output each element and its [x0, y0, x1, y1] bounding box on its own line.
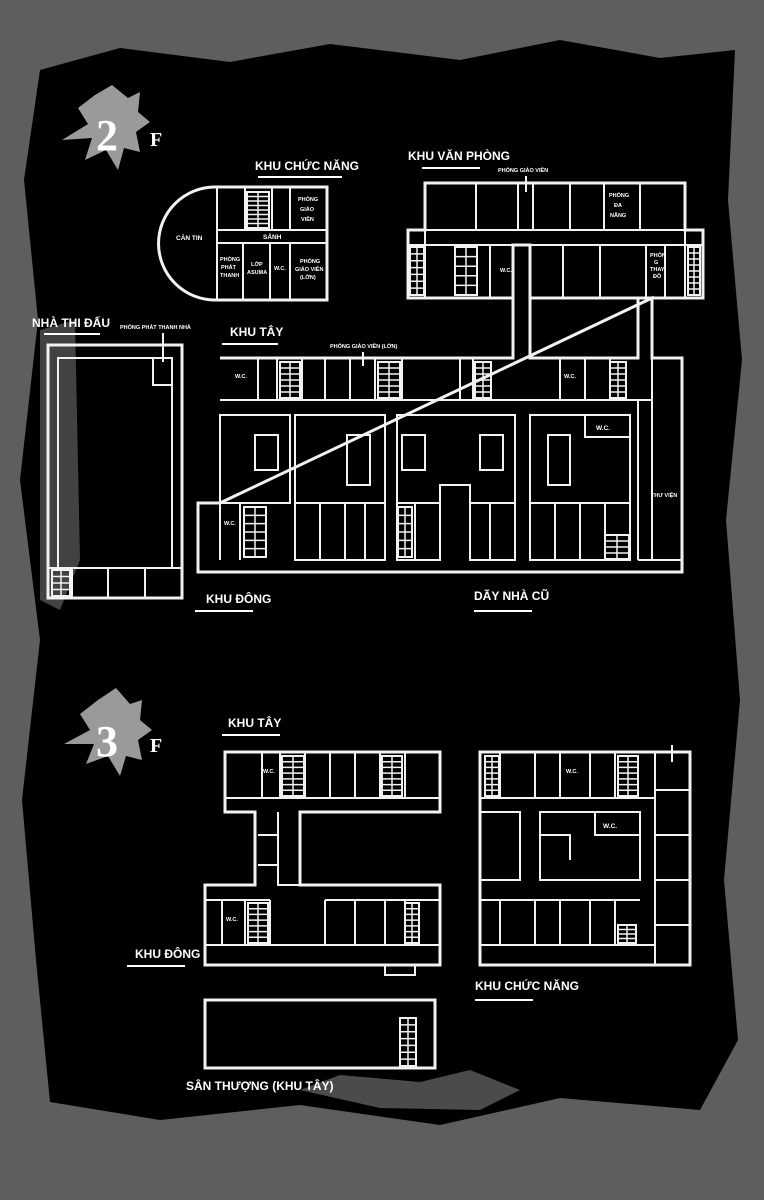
- stairs-icon: [409, 246, 425, 296]
- floor-suffix: F: [150, 129, 162, 151]
- grunge-patch: [40, 320, 80, 610]
- room-label: VIÊN: [301, 215, 314, 223]
- wc-label: W.C.: [564, 374, 576, 380]
- room-label: THAY: [650, 267, 665, 273]
- stairs-icon: [377, 361, 401, 399]
- room-label: PHÒNG GIÁO VIÊN (LỚN): [330, 342, 398, 350]
- room-label: PHÒNG: [220, 255, 240, 263]
- grunge-patch: [300, 1070, 520, 1110]
- room-label: (LỚN): [300, 273, 316, 281]
- room-label: CĂN TIN: [176, 233, 203, 242]
- stairs-icon: [246, 191, 270, 229]
- stairs-icon: [243, 506, 267, 558]
- stairs-icon: [617, 924, 637, 944]
- room-label: THANH: [220, 273, 239, 279]
- floor-3-marker: 3 F: [64, 688, 162, 776]
- area-label: KHU TÂY: [230, 324, 283, 339]
- room-walls: [480, 745, 690, 965]
- stairs-group: [51, 191, 701, 1067]
- rooftop-3f: SÂN THƯỢNG (KHU TÂY): [186, 998, 437, 1093]
- wc-label: W.C.: [263, 769, 275, 775]
- room-label: ĐA: [614, 203, 622, 209]
- room-label: GIÁO VIÊN: [295, 265, 323, 273]
- room-label: PHÒNG: [609, 191, 629, 199]
- room-label: PHÒNG PHÁT THANH NHÀ: [120, 323, 191, 331]
- room-label: ASUMA: [247, 270, 267, 276]
- building-outline: [478, 750, 692, 967]
- stairs-icon: [687, 246, 701, 296]
- stairs-icon: [404, 902, 420, 944]
- stairs-icon: [609, 361, 627, 399]
- gym-2f: NHÀ THI ĐẤU PHÒNG PHÁT THANH NHÀ: [32, 315, 191, 600]
- area-label: KHU CHỨC NĂNG: [475, 978, 579, 993]
- stairs-icon: [381, 755, 403, 797]
- splatter-icon: [62, 85, 150, 170]
- floor-number: 2: [96, 111, 118, 160]
- stairs-icon: [454, 246, 478, 296]
- building-outline: [203, 750, 442, 967]
- rooftop-outline: [203, 998, 437, 1070]
- stairs-icon: [399, 1017, 417, 1067]
- wc-label: W.C.: [566, 769, 578, 775]
- stairs-icon: [51, 569, 71, 597]
- stairs-icon: [397, 506, 413, 558]
- room-label: GIÁO: [300, 206, 315, 213]
- floor-suffix: F: [150, 735, 162, 757]
- area-label: NHÀ THI ĐẤU: [32, 315, 110, 330]
- wc-label: W.C.: [224, 521, 236, 527]
- stairs-icon: [474, 361, 492, 399]
- room-label: LỚP: [251, 260, 263, 268]
- main-building-2f: KHU TÂY PHÒNG GIÁO VIÊN (LỚN) W.C. W.C. …: [195, 295, 684, 612]
- area-label: SÂN THƯỢNG (KHU TÂY): [186, 1078, 334, 1093]
- area-label: KHU ĐÔNG: [135, 946, 200, 961]
- room-label: PHÒNG GIÁO VIÊN: [498, 166, 548, 174]
- area-label: DÃY NHÀ CŨ: [474, 588, 549, 603]
- area-label: KHU VĂN PHÒNG: [408, 148, 510, 163]
- floor-2-marker: 2 F: [62, 85, 162, 170]
- room-label: PHÒN: [650, 251, 666, 259]
- room-label: PHÁT: [221, 264, 237, 271]
- room-walls: [205, 752, 441, 976]
- wc-label: W.C.: [500, 268, 512, 274]
- wc-label: W.C.: [596, 425, 610, 432]
- stairs-icon: [279, 361, 301, 399]
- wc-label: W.C.: [603, 823, 617, 830]
- wc-label: W.C.: [226, 917, 238, 923]
- room-walls: [216, 187, 327, 300]
- splatter-icon: [64, 688, 152, 776]
- stairs-icon: [281, 755, 305, 797]
- stairs-icon: [247, 902, 269, 944]
- gym-outline: [46, 343, 184, 600]
- floor-number: 3: [96, 717, 118, 766]
- room-label: SẢNH: [263, 232, 282, 241]
- wc-label: W.C.: [274, 266, 286, 272]
- room-walls: [219, 414, 631, 561]
- room-label: G: [654, 260, 658, 266]
- room-walls: [48, 357, 182, 598]
- room-label: NĂNG: [610, 212, 626, 219]
- stairs-icon: [604, 534, 630, 560]
- stairs-icon: [484, 755, 500, 797]
- wc-label: W.C.: [235, 374, 247, 380]
- room-label: PHÒNG: [300, 257, 320, 265]
- area-label: KHU CHỨC NĂNG: [255, 158, 359, 173]
- west-area-3f: KHU TÂY W.C. W.C. KHU ĐÔNG: [127, 715, 442, 976]
- functional-area-3f: W.C. W.C. KHU CHỨC NĂNG: [475, 745, 692, 1001]
- functional-area-2f: KHU CHỨC NĂNG CĂN TIN SẢNH PHÒNG GIÁO VI…: [157, 158, 359, 302]
- office-area-2f: KHU VĂN PHÒNG PHÒNG GIÁO VIÊN PHÒNG ĐA N…: [406, 148, 705, 300]
- stairs-icon: [617, 755, 639, 797]
- black-background: [20, 40, 742, 1125]
- building-outline: [157, 185, 329, 302]
- room-label: ĐỒ: [653, 273, 662, 280]
- room-label: PHÒNG: [298, 195, 318, 203]
- room-label: THƯ VIỆN: [651, 491, 677, 499]
- area-label: KHU TÂY: [228, 715, 281, 730]
- area-label: KHU ĐÔNG: [206, 591, 271, 606]
